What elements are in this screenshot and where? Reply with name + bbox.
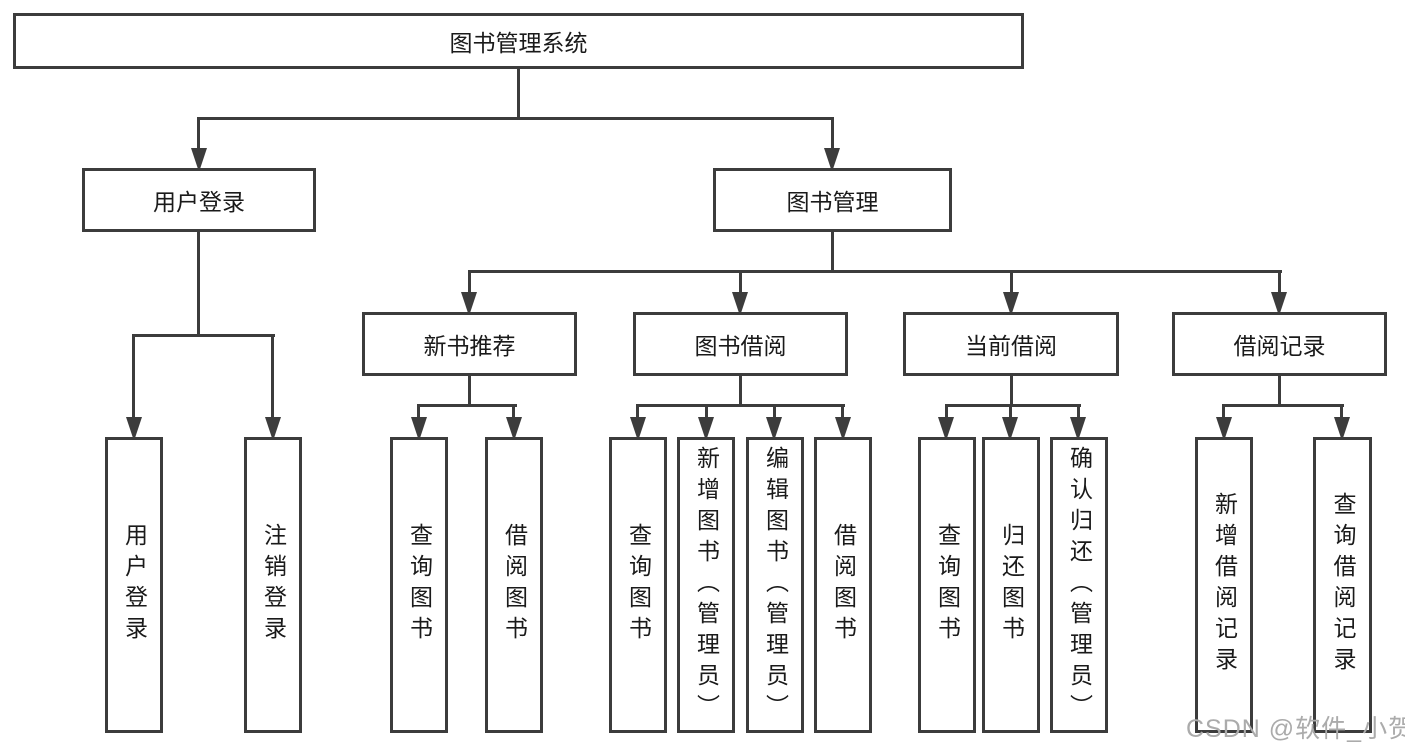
arrow-down-icon <box>506 417 522 441</box>
leaf-borrowing-edit-books-admin: 编辑图书（管理员） <box>746 437 804 733</box>
arrow-down-icon <box>191 148 207 172</box>
node-new-book-recommendation: 新书推荐 <box>362 312 577 376</box>
arrow-down-icon <box>1216 417 1232 441</box>
node-current-borrowing: 当前借阅 <box>903 312 1119 376</box>
leaf-current-return-books: 归还图书 <box>982 437 1040 733</box>
arrow-down-icon <box>630 417 646 441</box>
leaf-current-query-books: 查询图书 <box>918 437 976 733</box>
leaf-logout-login: 注销登录 <box>244 437 302 733</box>
watermark: CSDN @软件_小贺同学 <box>1186 715 1405 743</box>
leaf-borrowing-query-books: 查询图书 <box>609 437 667 733</box>
connector-line <box>512 404 515 421</box>
connector-line <box>468 270 1282 273</box>
connector-line <box>468 374 471 407</box>
arrow-down-icon <box>1334 417 1350 441</box>
connector-line <box>517 68 520 119</box>
arrow-down-icon <box>1070 417 1086 441</box>
connector-line <box>132 334 275 337</box>
connector-line <box>636 404 845 407</box>
leaf-borrowing-borrow-books: 借阅图书 <box>814 437 872 733</box>
connector-line <box>197 117 200 152</box>
leaf-borrowing-add-books-admin: 新增图书（管理员） <box>677 437 735 733</box>
arrow-down-icon <box>126 417 142 441</box>
connector-line <box>197 117 834 120</box>
node-book-management: 图书管理 <box>713 168 952 232</box>
arrow-down-icon <box>1271 292 1287 316</box>
arrow-down-icon <box>835 417 851 441</box>
connector-line <box>1010 374 1013 407</box>
connector-line <box>831 230 834 273</box>
leaf-records-query-borrow-record: 查询借阅记录 <box>1313 437 1372 733</box>
connector-line <box>831 117 834 152</box>
connector-line <box>945 404 948 421</box>
leaf-records-add-borrow-record: 新增借阅记录 <box>1195 437 1253 733</box>
arrow-down-icon <box>824 148 840 172</box>
leaf-recommend-query-books: 查询图书 <box>390 437 448 733</box>
arrow-down-icon <box>411 417 427 441</box>
arrow-down-icon <box>698 417 714 441</box>
connector-line <box>705 404 708 421</box>
node-user-login: 用户登录 <box>82 168 316 232</box>
arrow-down-icon <box>265 417 281 441</box>
arrow-down-icon <box>732 292 748 316</box>
connector-line <box>1340 404 1343 421</box>
arrow-down-icon <box>1003 292 1019 316</box>
leaf-recommend-borrow-books: 借阅图书 <box>485 437 543 733</box>
node-root-system: 图书管理系统 <box>13 13 1024 69</box>
connector-line <box>468 270 471 296</box>
connector-line <box>773 404 776 421</box>
arrow-down-icon <box>766 417 782 441</box>
connector-line <box>636 404 639 421</box>
connector-line <box>1222 404 1225 421</box>
node-book-borrowing: 图书借阅 <box>633 312 848 376</box>
connector-line <box>417 404 517 407</box>
connector-line <box>739 374 742 407</box>
leaf-user-login: 用户登录 <box>105 437 163 733</box>
connector-line <box>841 404 844 421</box>
node-borrowing-records: 借阅记录 <box>1172 312 1387 376</box>
arrow-down-icon <box>1002 417 1018 441</box>
connector-line <box>1009 404 1012 421</box>
connector-line <box>271 334 274 421</box>
arrow-down-icon <box>938 417 954 441</box>
connector-line <box>945 404 1081 407</box>
connector-line <box>1077 404 1080 421</box>
connector-line <box>1010 270 1013 296</box>
connector-line <box>739 270 742 296</box>
connector-line <box>1278 374 1281 407</box>
connector-line <box>417 404 420 421</box>
connector-line <box>132 334 135 421</box>
connector-line <box>1222 404 1344 407</box>
connector-line <box>197 230 200 336</box>
arrow-down-icon <box>461 292 477 316</box>
connector-line <box>1278 270 1281 296</box>
leaf-current-confirm-return-admin: 确认归还（管理员） <box>1050 437 1108 733</box>
